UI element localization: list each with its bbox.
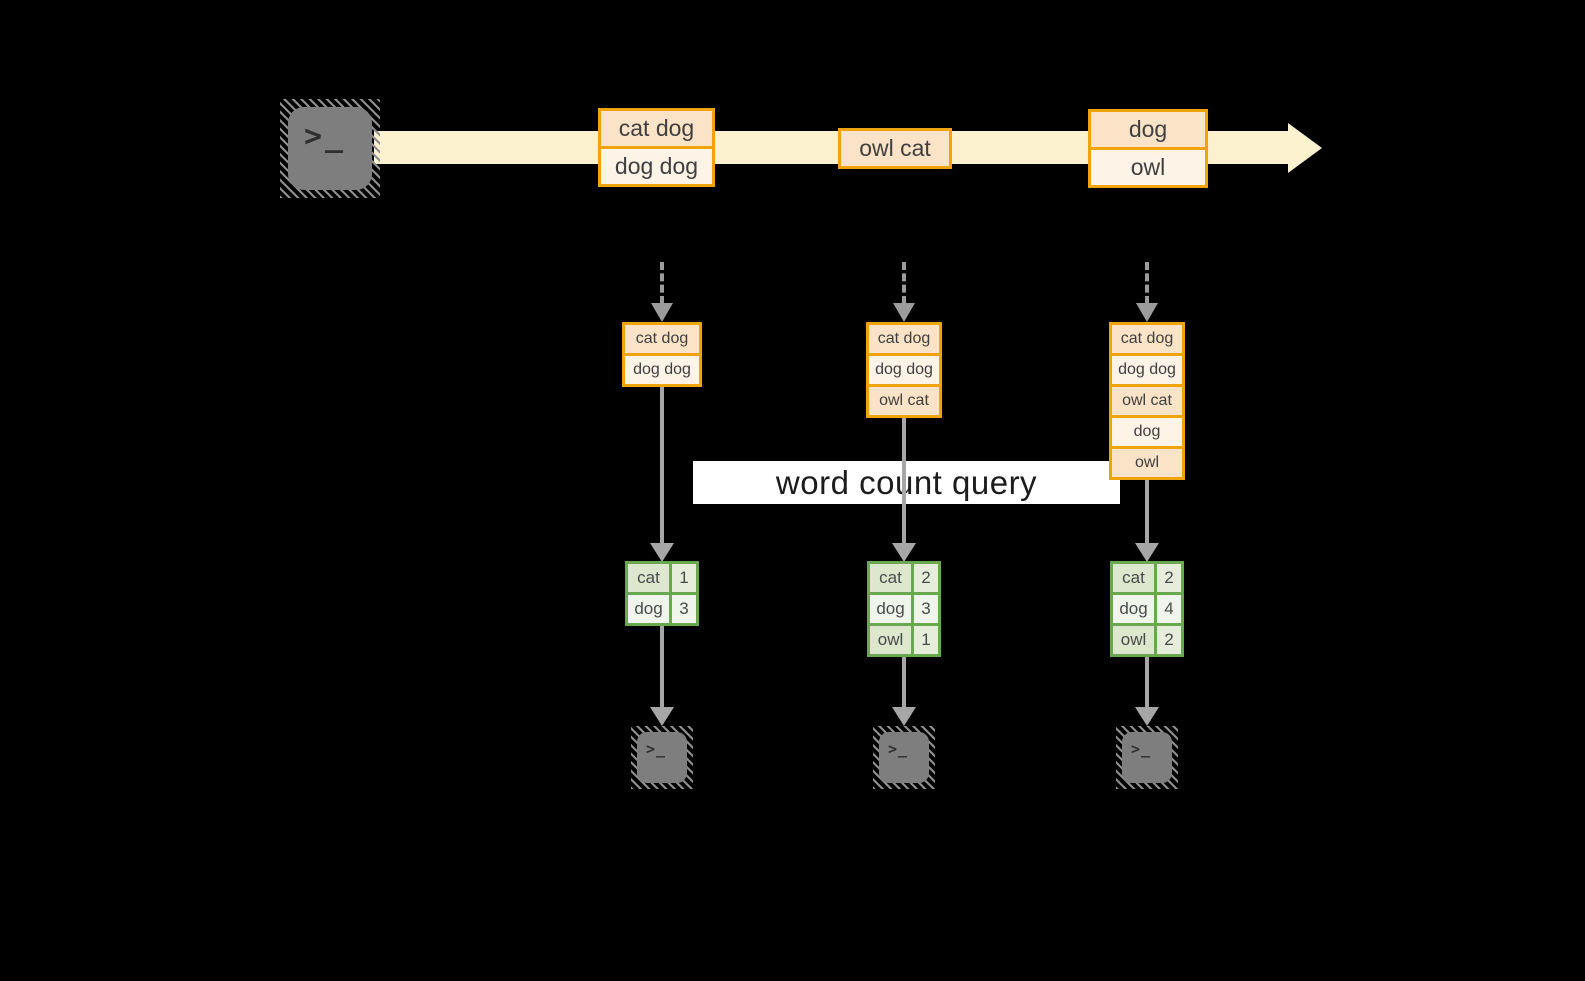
state-record: cat dog	[869, 325, 939, 353]
output-arrow-head-1	[650, 707, 674, 726]
count-value: 2	[1157, 626, 1181, 654]
count-table-1: cat 1 dog 3	[625, 561, 699, 626]
output-arrow-head-3	[1135, 707, 1159, 726]
state-record: cat dog	[1112, 325, 1182, 353]
count-word: owl	[1113, 626, 1154, 654]
query-label-band: word count query	[693, 461, 1120, 504]
count-word: cat	[628, 564, 669, 592]
output-arrow-line-2	[902, 657, 906, 707]
terminal-window: >_	[637, 732, 687, 783]
count-value: 1	[672, 564, 696, 592]
terminal-window: >_	[879, 732, 929, 783]
count-word: dog	[628, 595, 669, 623]
count-value: 1	[914, 626, 938, 654]
stream-arrow-head	[1288, 123, 1322, 173]
consumer-terminal-icon-3: >_	[1116, 726, 1178, 789]
state-stack-2: cat dog dog dog owl cat	[866, 322, 942, 418]
trigger-arrow-head-3	[1136, 303, 1158, 322]
producer-terminal-icon: >_	[280, 99, 380, 198]
state-record: owl cat	[1112, 387, 1182, 415]
terminal-prompt-glyph: >_	[646, 740, 667, 758]
trigger-arrow-line-2	[902, 262, 906, 304]
query-arrow-line-3	[1145, 480, 1149, 543]
terminal-prompt-glyph: >_	[304, 119, 347, 154]
consumer-terminal-icon-2: >_	[873, 726, 935, 789]
count-value: 2	[1157, 564, 1181, 592]
query-label: word count query	[775, 463, 1038, 501]
query-arrow-head-2	[892, 543, 916, 562]
state-record: dog dog	[869, 356, 939, 384]
state-record: dog	[1112, 418, 1182, 446]
query-arrow-line-1	[660, 387, 664, 543]
count-table-3: cat 2 dog 4 owl 2	[1110, 561, 1184, 657]
query-arrow-head-3	[1135, 543, 1159, 562]
terminal-window: >_	[1122, 732, 1172, 783]
count-value: 3	[672, 595, 696, 623]
query-arrow-line-2	[902, 418, 906, 543]
terminal-window: >_	[288, 107, 372, 190]
count-word: owl	[870, 626, 911, 654]
count-table-2: cat 2 dog 3 owl 1	[867, 561, 941, 657]
count-word: dog	[870, 595, 911, 623]
trigger-arrow-line-1	[660, 262, 664, 304]
query-arrow-head-1	[650, 543, 674, 562]
terminal-prompt-glyph: >_	[1131, 740, 1152, 758]
output-arrow-line-3	[1145, 657, 1149, 707]
count-word: cat	[870, 564, 911, 592]
stream-batch-1: cat dog dog dog	[598, 108, 715, 187]
state-record: dog dog	[625, 356, 699, 384]
stream-batch-3: dog owl	[1088, 109, 1208, 188]
output-arrow-head-2	[892, 707, 916, 726]
consumer-terminal-icon-1: >_	[631, 726, 693, 789]
state-record: owl cat	[869, 387, 939, 415]
stream-record: owl cat	[841, 131, 949, 166]
terminal-prompt-glyph: >_	[888, 740, 909, 758]
trigger-arrow-line-3	[1145, 262, 1149, 304]
stream-batch-2: owl cat	[838, 128, 952, 169]
count-word: dog	[1113, 595, 1154, 623]
count-value: 3	[914, 595, 938, 623]
stream-record: dog	[1091, 112, 1205, 147]
state-record: owl	[1112, 449, 1182, 477]
trigger-arrow-head-1	[651, 303, 673, 322]
count-value: 2	[914, 564, 938, 592]
output-arrow-line-1	[660, 626, 664, 707]
count-value: 4	[1157, 595, 1181, 623]
stream-record: dog dog	[601, 149, 712, 184]
state-stack-3: cat dog dog dog owl cat dog owl	[1109, 322, 1185, 480]
state-stack-1: cat dog dog dog	[622, 322, 702, 387]
state-record: cat dog	[625, 325, 699, 353]
stream-record: cat dog	[601, 111, 712, 146]
trigger-arrow-head-2	[893, 303, 915, 322]
count-word: cat	[1113, 564, 1154, 592]
state-record: dog dog	[1112, 356, 1182, 384]
stream-record: owl	[1091, 150, 1205, 185]
